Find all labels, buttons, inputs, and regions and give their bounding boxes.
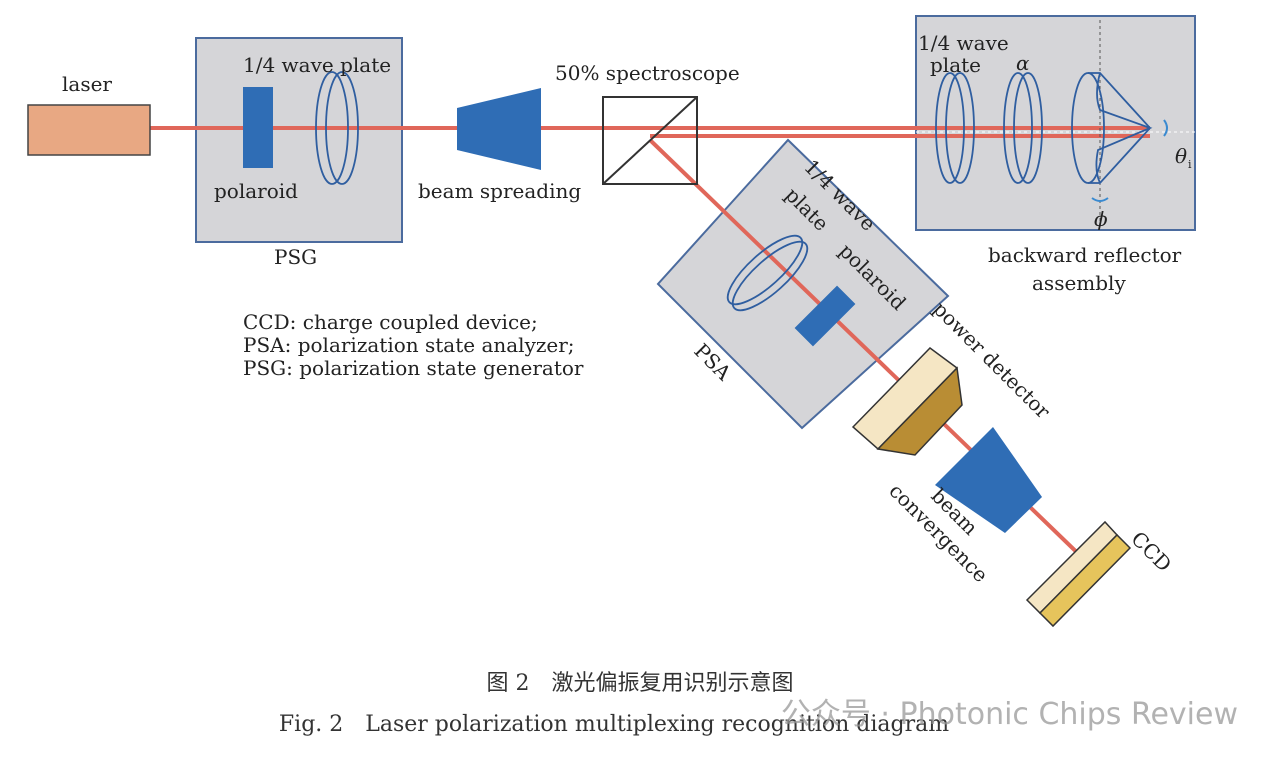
legend-psg: PSG: polarization state generator <box>243 356 584 380</box>
rotation-arrow-theta-icon <box>1163 119 1168 137</box>
theta-symbol: θ <box>1175 144 1187 168</box>
alpha-symbol: α <box>1016 51 1030 75</box>
spectroscope <box>602 96 698 185</box>
reflector-wave-plate-label-1: 1/4 wave <box>918 31 1009 55</box>
reflector-wave-plate-back <box>945 72 975 184</box>
reflector-label-1: backward reflector <box>988 243 1182 267</box>
spectroscope-mirror <box>602 96 698 185</box>
psg-box <box>195 37 403 243</box>
reflector-label-2: assembly <box>1032 271 1126 295</box>
beam-convergence-lens <box>935 427 1042 533</box>
ccd-body <box>1038 533 1132 628</box>
ccd-label: CCD <box>1126 527 1176 577</box>
reflector-wave-plate-label-2: plate <box>930 53 981 77</box>
reflector-wave-plate <box>935 72 965 184</box>
psg-wave-plate-back <box>325 71 359 185</box>
psa-polaroid <box>794 285 856 347</box>
caption-zh: 图 2 激光偏振复用识别示意图 <box>487 671 794 696</box>
legend-psa: PSA: polarization state analyzer; <box>243 333 575 357</box>
corner-cube <box>1088 72 1153 184</box>
rotating-plate-back <box>1013 72 1043 184</box>
psg-wave-plate <box>315 71 349 185</box>
reflector-box <box>915 15 1196 231</box>
power-detector-body <box>876 366 963 456</box>
psa-wave-plate <box>726 234 804 306</box>
caption-en: Fig. 2 Laser polarization multiplexing r… <box>279 712 949 737</box>
rotating-plate <box>1003 72 1033 184</box>
psg-polaroid <box>243 87 273 168</box>
legend-ccd: CCD: charge coupled device; <box>243 310 538 334</box>
theta-subscript: i <box>1188 158 1192 171</box>
rotation-arrow-phi-icon <box>1091 197 1109 202</box>
psg-wave-plate-label: 1/4 wave plate <box>243 53 391 77</box>
psg-label: PSG <box>274 245 317 269</box>
phi-symbol: ϕ <box>1094 207 1108 231</box>
laser-source <box>27 104 151 156</box>
beam-spreading-lens <box>457 88 541 170</box>
beam-spreading-label: beam spreading <box>418 179 581 203</box>
spectroscope-label: 50% spectroscope <box>555 61 740 85</box>
laser-label: laser <box>62 72 112 96</box>
watermark: 公众号 · Photonic Chips Review <box>781 697 1238 732</box>
psg-polaroid-label: polaroid <box>214 179 298 203</box>
psa-wave-plate-back <box>731 240 809 312</box>
